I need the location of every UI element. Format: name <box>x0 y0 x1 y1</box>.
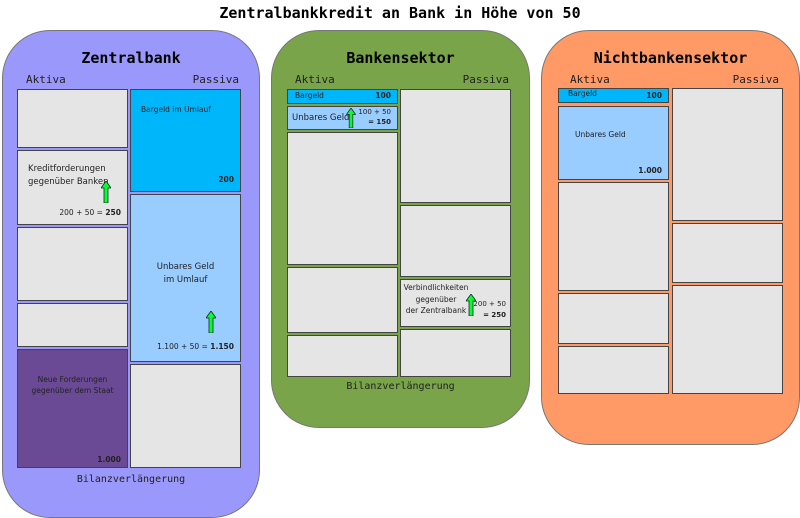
label: der Zentralbank <box>405 306 467 316</box>
unbares-geld-box: Unbares Geld 100 + 50 = 150 <box>287 106 398 130</box>
verbindlichkeiten-box: Verbindlichkeiten gegenüber der Zentralban… <box>400 279 511 327</box>
value: 100 <box>375 91 391 100</box>
bargeld-box: Bargeld 100 <box>558 88 669 103</box>
result: = 250 <box>483 310 506 319</box>
calc: 200 + 50 <box>473 300 506 308</box>
arrow-up-icon <box>101 181 111 203</box>
result: 250 <box>105 208 121 217</box>
calc: 200 + 50 = <box>59 208 106 217</box>
label: im Umlauf <box>163 274 208 285</box>
label: Unbares Geld <box>292 113 350 123</box>
result: 1.150 <box>210 342 234 351</box>
arrow-up-icon <box>206 311 216 333</box>
unbares-geld-box: Unbares Geld im Umlauf 1.100 + 50 = 1.150 <box>130 194 241 362</box>
footer-label: Bilanzverlängerung <box>346 381 455 392</box>
label: Verbindlichkeiten <box>403 283 469 292</box>
bargeld-box: Bargeld im Umlauf 200 <box>130 89 241 192</box>
calc: 100 + 50 <box>358 108 391 116</box>
bargeld-box: Bargeld 100 <box>287 89 398 104</box>
panel-title: Bankensektor <box>346 49 455 67</box>
empty-box <box>558 182 669 291</box>
calc: 1.100 + 50 = <box>157 342 211 351</box>
empty-box <box>400 329 511 377</box>
empty-box <box>672 223 783 283</box>
empty-box <box>558 346 669 394</box>
empty-box <box>400 89 511 203</box>
value: 1.000 <box>97 454 121 464</box>
empty-box <box>672 88 783 221</box>
empty-box <box>287 132 398 265</box>
empty-box <box>558 293 669 344</box>
empty-box <box>17 303 128 347</box>
empty-box <box>17 227 128 301</box>
label: gegenüber dem Staat <box>31 386 114 396</box>
kreditforderungen-box: Kreditforderungen gegenüber Banken 200 + … <box>17 150 128 225</box>
value: 1.000 <box>638 166 662 175</box>
label: Kreditforderungen <box>28 164 106 174</box>
aktiva-label: Aktiva <box>295 73 335 86</box>
passiva-label: Passiva <box>192 73 239 86</box>
label: gegenüber Banken <box>28 176 109 187</box>
footer-label: Bilanzverlängerung <box>76 474 186 485</box>
empty-box <box>400 205 511 277</box>
label: Bargeld <box>295 91 324 100</box>
forderungen-staat-box: Neue Forderungen gegenüber dem Staat 1.00… <box>17 349 128 468</box>
diagram-title: Zentralbankkredit an Bank in Höhe von 50 <box>219 4 581 22</box>
empty-box <box>130 364 241 468</box>
label: Unbares Geld <box>575 130 626 139</box>
value: 100 <box>646 91 662 100</box>
label: Neue Forderungen <box>37 375 108 384</box>
label: Unbares Geld <box>156 262 215 272</box>
passiva-label: Passiva <box>462 73 509 86</box>
passiva-label: Passiva <box>732 73 779 86</box>
arrow-up-icon <box>346 108 356 128</box>
empty-box <box>287 267 398 333</box>
label: gegenüber <box>415 294 457 304</box>
aktiva-label: Aktiva <box>570 73 610 86</box>
empty-box <box>17 89 128 148</box>
label: Bargeld <box>568 89 597 98</box>
empty-box <box>287 335 398 377</box>
aktiva-label: Aktiva <box>26 73 66 86</box>
panel-title: Nichtbankensektor <box>593 49 748 67</box>
result: = 150 <box>368 118 391 127</box>
label: Bargeld im Umlauf <box>141 105 211 114</box>
unbares-geld-box: Unbares Geld 1.000 <box>558 106 669 180</box>
panel-title: Zentralbank <box>81 49 181 67</box>
empty-box <box>672 285 783 394</box>
value: 200 <box>218 175 234 184</box>
